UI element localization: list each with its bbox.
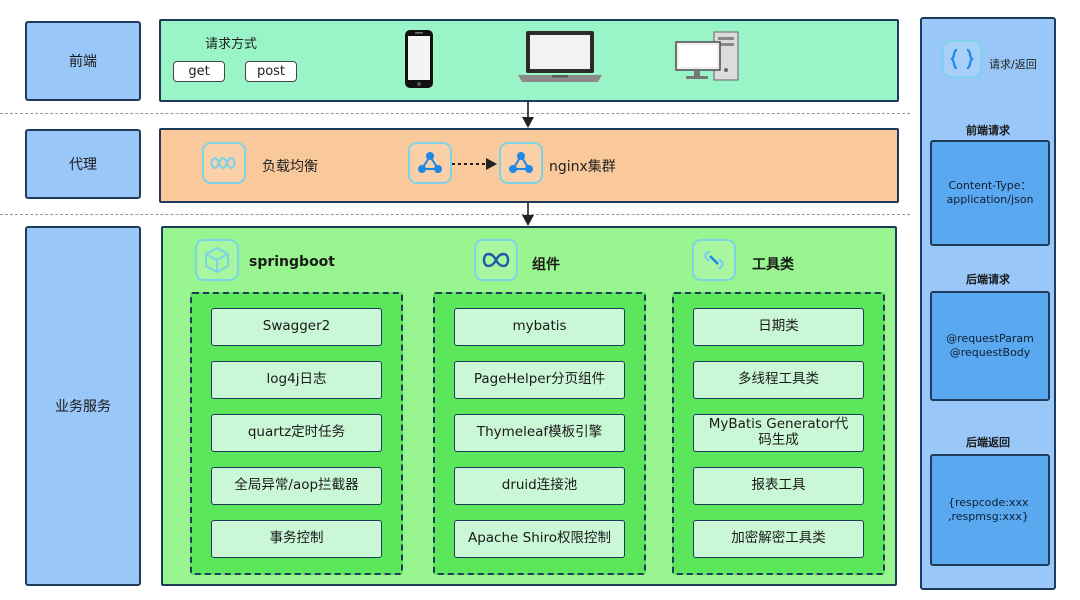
back-return-box: {respcode:xxx ,respmsg:xxx}	[930, 454, 1050, 566]
springboot-group: Swagger2 log4j日志 quartz定时任务 全局异常/aop拦截器 …	[190, 292, 403, 575]
laptop-icon	[518, 31, 602, 82]
back-request-box: @requestParam @requestBody	[930, 291, 1050, 401]
list-item: 加密解密工具类	[693, 520, 864, 558]
list-item: 报表工具	[693, 467, 864, 505]
separator-line	[0, 113, 910, 114]
desktop-icon	[675, 31, 739, 81]
load-balance-label: 负载均衡	[262, 159, 318, 175]
arrow-down-icon	[522, 101, 534, 128]
cube-icon	[195, 239, 239, 281]
back-return-title: 后端返回	[966, 436, 1010, 449]
front-request-title: 前端请求	[966, 124, 1010, 137]
list-item: druid连接池	[454, 467, 625, 505]
list-item: mybatis	[454, 308, 625, 346]
list-item: 日期类	[693, 308, 864, 346]
section-title-springboot: springboot	[249, 254, 335, 270]
layer-label-business: 业务服务	[25, 226, 141, 586]
arrow-down-icon	[522, 202, 534, 226]
list-item: log4j日志	[211, 361, 382, 399]
link-icon	[692, 239, 736, 281]
dotted-arrow-icon	[452, 158, 497, 170]
layer-label-frontend: 前端	[25, 21, 141, 101]
list-item: MyBatis Generator代码生成	[693, 414, 864, 452]
list-item: 事务控制	[211, 520, 382, 558]
phone-icon	[405, 30, 433, 88]
cluster-node-icon	[408, 142, 452, 184]
proxy-band	[159, 128, 899, 203]
tools-group: 日期类 多线程工具类 MyBatis Generator代码生成 报表工具 加密…	[672, 292, 885, 575]
back-request-title: 后端请求	[966, 273, 1010, 286]
components-group: mybatis PageHelper分页组件 Thymeleaf模板引擎 dru…	[433, 292, 646, 575]
list-item: PageHelper分页组件	[454, 361, 625, 399]
list-item: Thymeleaf模板引擎	[454, 414, 625, 452]
list-item: 全局异常/aop拦截器	[211, 467, 382, 505]
load-balance-icon	[202, 142, 246, 184]
section-title-tools: 工具类	[752, 257, 794, 273]
layer-label-proxy: 代理	[25, 129, 141, 199]
nginx-cluster-label: nginx集群	[549, 159, 616, 175]
list-item: Swagger2	[211, 308, 382, 346]
request-method-title: 请求方式	[205, 37, 258, 52]
list-item: quartz定时任务	[211, 414, 382, 452]
infinity-icon	[474, 239, 518, 281]
get-method-pill: get	[173, 61, 225, 82]
list-item: Apache Shiro权限控制	[454, 520, 625, 558]
cluster-node-icon	[499, 142, 543, 184]
json-braces-icon	[942, 40, 982, 78]
separator-line	[0, 214, 910, 215]
list-item: 多线程工具类	[693, 361, 864, 399]
front-request-box: Content-Type：application/json	[930, 140, 1050, 246]
section-title-components: 组件	[532, 257, 560, 273]
post-method-pill: post	[245, 61, 297, 82]
panel-header: 请求/返回	[989, 58, 1037, 71]
